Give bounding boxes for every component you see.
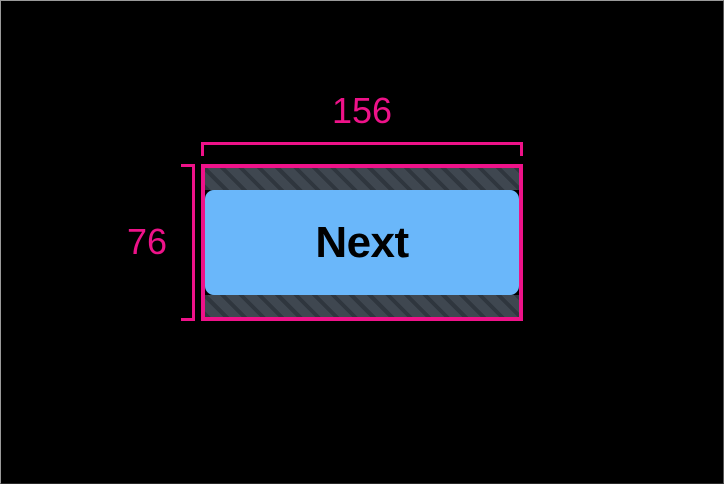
height-tick-bottom bbox=[181, 318, 195, 321]
height-dimension-label: 76 bbox=[126, 221, 167, 262]
width-tick-right bbox=[520, 142, 523, 156]
next-button-label: Next bbox=[315, 217, 409, 267]
height-rule-line bbox=[192, 164, 195, 321]
width-dimension-label: 156 bbox=[331, 90, 393, 131]
inset-band-bottom bbox=[205, 295, 519, 317]
width-tick-left bbox=[201, 142, 204, 156]
height-dimension-bracket bbox=[179, 164, 195, 321]
width-dimension-bracket bbox=[201, 142, 523, 158]
element-bounding-box: Next bbox=[201, 164, 523, 321]
inset-band-top bbox=[205, 168, 519, 190]
next-button[interactable]: Next bbox=[205, 190, 519, 295]
height-tick-top bbox=[181, 164, 195, 167]
width-rule-line bbox=[201, 142, 523, 145]
